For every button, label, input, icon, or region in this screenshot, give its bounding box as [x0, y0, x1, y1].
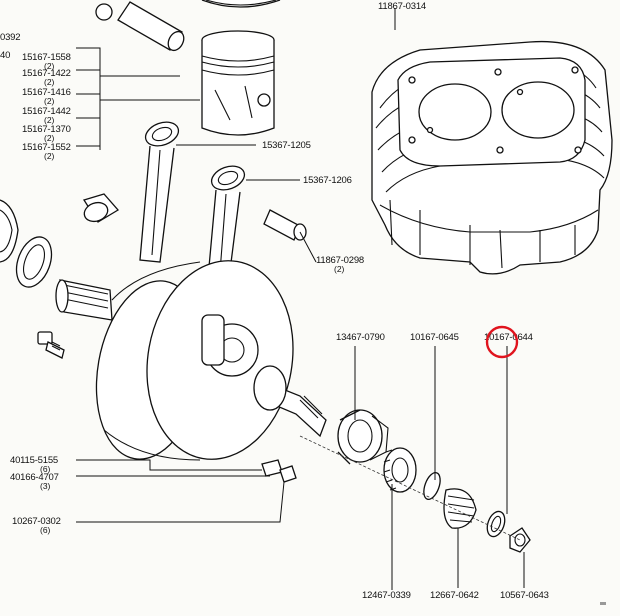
qty-40115-5155: (6): [40, 464, 51, 474]
qty-10267-0302: (6): [40, 525, 51, 535]
label-10267-0302: 10267-0302: [12, 516, 61, 527]
label-15167-1552: 15167-1552: [22, 142, 71, 153]
label-15167-1370: 15167-1370: [22, 124, 71, 135]
bush-11867-0298: [263, 209, 307, 241]
piston-assembly: [95, 0, 281, 136]
qty-15167-1422: (2): [44, 77, 55, 87]
label-15367-1205: 15367-1205: [262, 140, 311, 151]
label-40166-4707: 40166-4707: [10, 472, 59, 483]
label-15167-1558: 15167-1558: [22, 52, 71, 63]
label-11867-0314: 11867-0314: [378, 1, 426, 12]
label-10567-0643: 10567-0643: [500, 590, 549, 601]
label-10167-0645: 10167-0645: [410, 332, 459, 343]
label-12467-0339: 12467-0339: [362, 590, 411, 601]
label-12667-0642: 12667-0642: [430, 590, 479, 601]
cylinder-block: [371, 40, 613, 275]
label-11867-0298: 11867-0298: [316, 255, 364, 266]
label-40: 40: [0, 50, 10, 61]
qty-15167-1416: (2): [44, 96, 55, 106]
qty-15167-1558: (2): [44, 61, 55, 71]
label-0392: 0392: [0, 32, 20, 43]
label-15167-1422: 15167-1422: [22, 68, 71, 79]
qty-15167-1442: (2): [44, 115, 55, 125]
scan-mark: [600, 602, 606, 605]
label-40115-5155: 40115-5155: [10, 455, 58, 466]
label-15167-1442: 15167-1442: [22, 106, 71, 117]
qty-40166-4707: (3): [40, 481, 51, 491]
left-parts: [0, 193, 120, 359]
highlight-circle: [485, 325, 519, 359]
qty-15167-1370: (2): [44, 133, 55, 143]
part-labels: 11867-0314 0392 40 15167-1558 (2) 15167-…: [0, 1, 549, 601]
label-15367-1206: 15367-1206: [303, 175, 352, 186]
label-15167-1416: 15167-1416: [22, 87, 71, 98]
label-10167-0644: 10167-0644: [484, 332, 533, 343]
qty-15167-1552: (2): [44, 151, 55, 161]
label-13467-0790: 13467-0790: [336, 332, 385, 343]
crankshaft: [55, 260, 327, 461]
leader-lines: [76, 8, 525, 590]
qty-11867-0298: (2): [334, 264, 345, 274]
timing-parts: [261, 409, 531, 553]
